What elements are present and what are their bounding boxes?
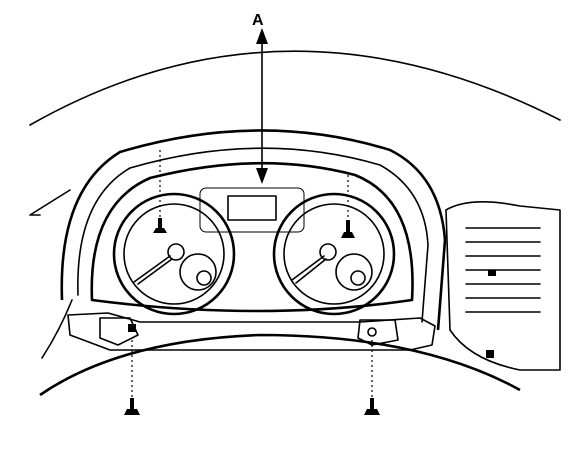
lower-left-screw-icon: [124, 340, 140, 415]
steering-wheel-rim: [39, 333, 521, 397]
dashboard-left-contour: [29, 189, 73, 359]
callout-label-a: A: [252, 12, 264, 29]
right-bracket-hole: [367, 327, 377, 337]
callout-arrow-a: [256, 28, 268, 184]
cluster-bezel: [90, 161, 414, 313]
center-display: [227, 195, 277, 221]
cluster-hood-outer: [60, 129, 447, 331]
right-bracket: [357, 319, 399, 346]
dashboard-outer-arc: [29, 50, 561, 126]
upper-right-screw-icon: [341, 175, 355, 238]
upper-left-screw-icon: [153, 150, 167, 233]
lower-right-screw-icon: [364, 340, 380, 415]
left-bracket: [99, 317, 139, 346]
air-vent: [445, 201, 561, 371]
left-bracket-hole: [128, 324, 136, 332]
left-gauge: [112, 192, 236, 316]
cluster-hood-inner: [77, 147, 429, 323]
right-gauge: [272, 192, 396, 316]
center-display-outline: [199, 187, 305, 233]
lower-panel: [67, 312, 436, 351]
